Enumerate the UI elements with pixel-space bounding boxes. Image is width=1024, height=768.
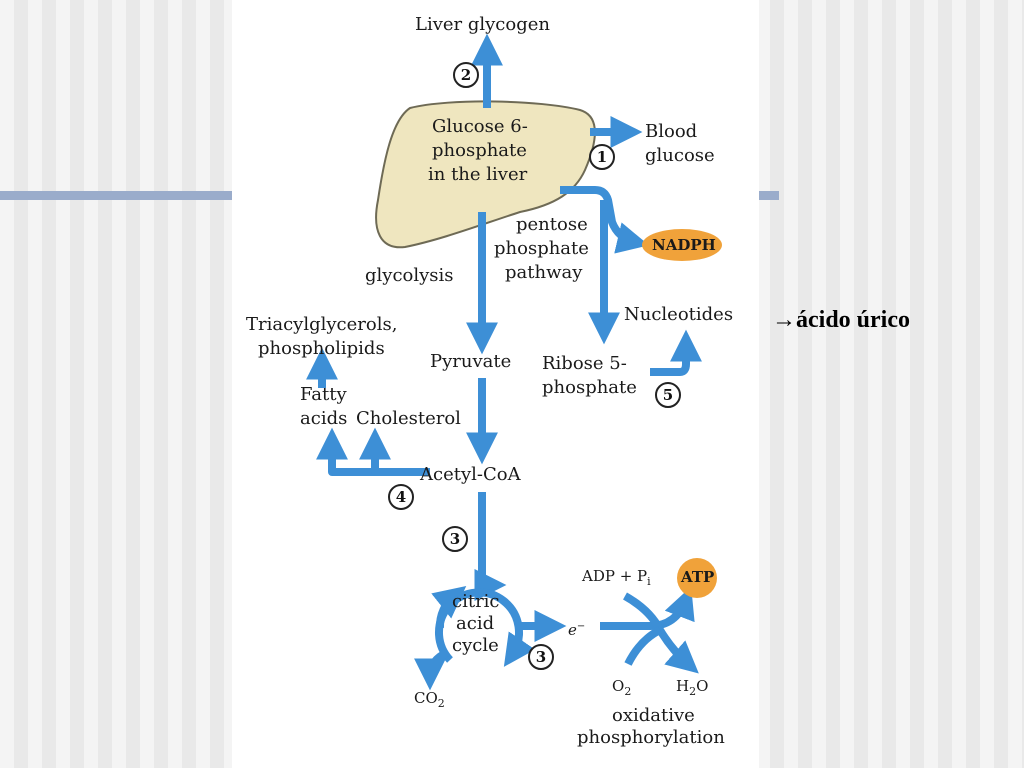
label-electron: e− (568, 621, 586, 639)
step-circle-3a (442, 526, 468, 552)
label-co2: CO2 (414, 689, 445, 711)
label-citric-line2: acid (456, 613, 495, 634)
label-cholesterol: Cholesterol (356, 408, 461, 429)
step-number-5: 5 (663, 386, 673, 404)
citric-cycle-ring-a (434, 588, 536, 667)
label-citric-line1: citric (452, 591, 500, 612)
label-glucose6p-line1: Glucose 6- (432, 116, 528, 137)
label-liver-glycogen: Liver glycogen (415, 14, 550, 35)
arrow-acetyl-to-fatty-acids (316, 427, 430, 476)
label-fatty-line2: acids (300, 408, 348, 429)
step-number-1: 1 (597, 148, 607, 166)
step-circle-3b (528, 644, 554, 670)
label-glucose6p-line2: phosphate (432, 140, 527, 161)
label-triacyl-line2: phospholipids (258, 338, 385, 359)
arrow-acetyl-to-cholesterol (359, 427, 430, 476)
label-blood-line1: Blood (645, 121, 698, 142)
label-glucose6p-line3: in the liver (428, 164, 528, 185)
step-number-3b: 3 (536, 648, 546, 666)
label-nucleotides: Nucleotides (624, 304, 734, 325)
nadph-ellipse (642, 229, 722, 261)
label-oxphos-line2: phosphorylation (577, 727, 725, 748)
label-ribose-line1: Ribose 5- (542, 353, 627, 374)
label-pyruvate: Pyruvate (430, 351, 512, 372)
label-glycolysis: glycolysis (365, 265, 454, 286)
label-nadph: NADPH (652, 236, 716, 254)
step-number-4: 4 (396, 488, 406, 506)
label-electron-superscript: − (576, 621, 586, 632)
label-pi-subscript: i (647, 575, 651, 588)
label-o2: O2 (612, 677, 632, 699)
arrow-to-co2 (414, 648, 450, 691)
label-oxphos-line1: oxidative (612, 705, 695, 726)
label-pentose-line3: pathway (505, 262, 583, 283)
step-number-2: 2 (461, 66, 471, 84)
atp-circle (677, 558, 717, 598)
slide-note-acido-urico: →ácido úrico (772, 307, 910, 333)
label-triacyl-line1: Triacylglycerols, (246, 314, 398, 335)
label-citric-line3: cycle (452, 635, 499, 656)
decor-bar-right (759, 191, 779, 200)
label-ribose-line2: phosphate (542, 377, 637, 398)
label-co2-subscript: 2 (437, 697, 445, 710)
label-atp: ATP (681, 568, 715, 586)
label-h2o-subscript: 2 (689, 685, 697, 698)
arrow-o2-line (624, 626, 662, 666)
label-fatty-line1: Fatty (300, 384, 347, 405)
step-circle-2 (453, 62, 479, 88)
citric-cycle-ring-b (431, 586, 467, 629)
arrow-electron-to-oxphos (600, 586, 695, 630)
label-adp-pi: ADP + Pi (582, 567, 651, 589)
step-circle-4 (388, 484, 414, 510)
label-pentose-line2: phosphate (494, 238, 589, 259)
liver-shape (375, 100, 596, 249)
decor-bar-left (0, 191, 232, 200)
step-number-3a: 3 (450, 530, 460, 548)
label-o2-subscript: 2 (624, 685, 632, 698)
step-circle-1 (589, 144, 615, 170)
label-acetyl-coa: Acetyl-CoA (420, 464, 521, 485)
label-pentose-line1: pentose (516, 214, 588, 235)
arrow-acetyl-to-citric (474, 492, 507, 601)
step-circle-5 (655, 382, 681, 408)
arrow-ribose-to-nucleotides (650, 329, 702, 376)
label-h2o: H2O (676, 677, 709, 699)
label-blood-line2: glucose (645, 145, 715, 166)
